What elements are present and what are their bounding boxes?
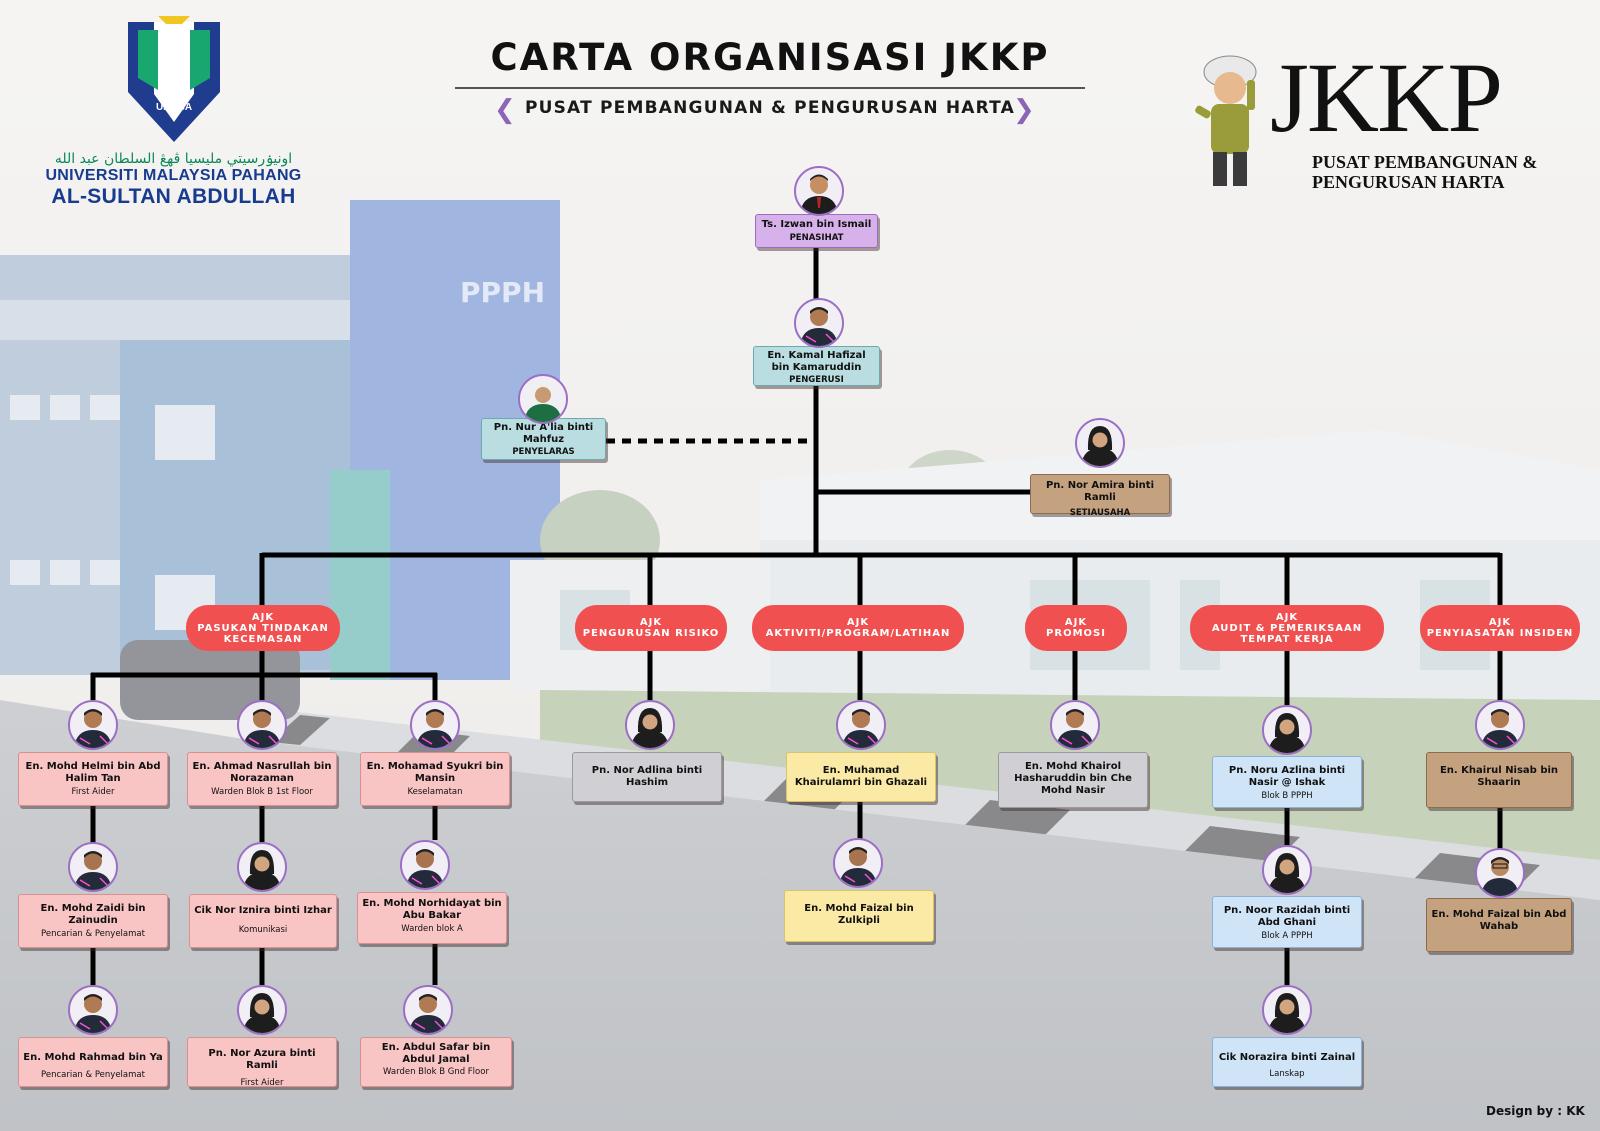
avatar — [237, 842, 287, 892]
avatar — [1475, 700, 1525, 750]
avatar — [1262, 705, 1312, 755]
penyelaras-role: PENYELARAS — [512, 447, 575, 457]
mascot-engineer-icon — [1195, 55, 1257, 186]
member-card: En. Muhamad Khairulamri bin Ghazali — [786, 752, 936, 802]
umpsa-badge-text: UMPSA — [155, 102, 191, 113]
avatar — [794, 298, 844, 348]
avatar — [237, 985, 287, 1035]
avatar — [836, 700, 886, 750]
jkkp-logo-line2: PENGURUSAN HARTA — [1312, 172, 1505, 192]
card-pengerusi: En. Kamal Hafizal bin Kamaruddin PENGERU… — [753, 346, 880, 386]
member-card: En. Mohd Faizal bin Abd Wahab — [1426, 898, 1572, 952]
chevron-left-icon: ❮ — [494, 95, 516, 125]
setiausaha-role: SETIAUSAHA — [1069, 508, 1131, 518]
avatar — [68, 700, 118, 750]
jkkp-logo-text: JKKP — [1270, 42, 1503, 153]
avatar — [68, 842, 118, 892]
card-penyelaras: Pn. Nur A'lia binti Mahfuz PENYELARAS — [481, 418, 606, 460]
member-card: En. Mohd Faizal bin Zulkipli — [784, 890, 934, 942]
member-card: Pn. Nor Adlina binti Hashim — [572, 752, 722, 802]
avatar — [833, 838, 883, 888]
pengerusi-role: PENGERUSI — [789, 375, 844, 385]
avatar — [625, 700, 675, 750]
avatar — [400, 840, 450, 890]
umpsa-jawi: اونيۏرسيتي مليسيا ڤهڠ السلطان عبد الله — [54, 151, 293, 167]
penasihat-name: Ts. Izwan bin Ismail — [761, 219, 872, 230]
penasihat-role: PENASIHAT — [789, 233, 844, 243]
card-setiausaha: Pn. Nor Amira binti Ramli SETIAUSAHA — [1030, 474, 1170, 518]
member-card: En. Khairul Nisab bin Shaarin — [1426, 752, 1572, 808]
title-divider — [455, 87, 1085, 89]
umpsa-line1: UNIVERSITI MALAYSIA PAHANG — [45, 167, 302, 184]
avatar — [518, 374, 568, 424]
page-subtitle: PUSAT PEMBANGUNAN & PENGURUSAN HARTA — [524, 98, 1016, 118]
avatar — [1262, 985, 1312, 1035]
penyelaras-name: Pn. Nur A'lia binti Mahfuz — [493, 422, 594, 445]
avatar — [237, 700, 287, 750]
member-card: En. Mohd Khairol Hasharuddin bin Che Moh… — [998, 752, 1148, 808]
avatar — [1075, 418, 1125, 468]
card-penasihat: Ts. Izwan bin Ismail PENASIHAT — [755, 214, 878, 248]
pengerusi-name: En. Kamal Hafizal bin Kamaruddin — [767, 350, 866, 373]
avatar — [410, 700, 460, 750]
jkkp-logo-line1: PUSAT PEMBANGUNAN & — [1312, 152, 1538, 172]
avatar — [1475, 848, 1525, 898]
avatar — [68, 985, 118, 1035]
umpsa-logo: UMPSA اونيۏرسيتي مليسيا ڤهڠ السلطان عبد … — [36, 12, 311, 212]
chevron-right-icon: ❯ — [1013, 95, 1035, 125]
avatar — [1262, 845, 1312, 895]
setiausaha-name: Pn. Nor Amira binti Ramli — [1045, 480, 1155, 503]
avatar — [403, 985, 453, 1035]
design-credit: Design by : KK — [1486, 1104, 1585, 1118]
jkkp-logo: JKKP PUSAT PEMBANGUNAN & PENGURUSAN HART… — [1195, 42, 1570, 198]
umpsa-shield-icon: UMPSA — [127, 16, 220, 142]
avatar — [1050, 700, 1100, 750]
avatar — [794, 166, 844, 216]
umpsa-line2: AL-SULTAN ABDULLAH — [51, 185, 296, 208]
page-title: CARTA ORGANISASI JKKP — [490, 36, 1050, 79]
building-sign: PPPH — [460, 276, 545, 309]
